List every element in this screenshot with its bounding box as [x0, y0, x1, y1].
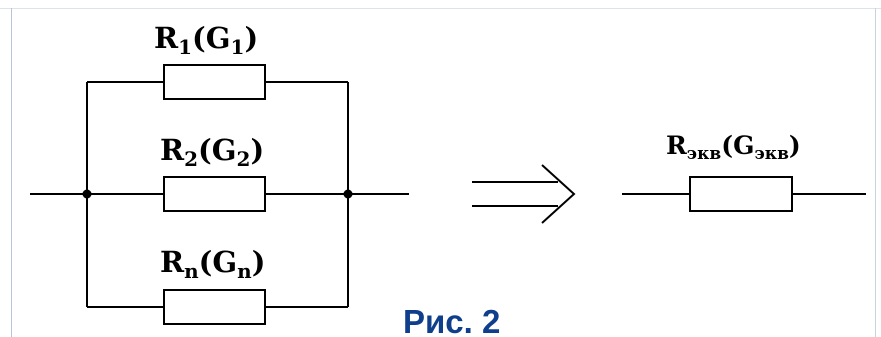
parallel-resistors: [163, 64, 266, 325]
resistor-2: [163, 176, 266, 212]
left-border-line: [11, 8, 12, 337]
junction-nodes: [82, 189, 353, 199]
resistor-1: [163, 64, 266, 100]
equivalent-resistor: [689, 176, 793, 212]
left-junction-node: [82, 189, 92, 199]
resistor-1-label: R1(G1): [154, 21, 258, 59]
resistor-n: [163, 289, 266, 325]
equivalence-arrow-icon: [472, 164, 576, 224]
figure-caption: Рис. 2: [403, 303, 501, 337]
top-border-strip: [0, 0, 881, 9]
equivalent-resistor-label: Rэкв(Gэкв): [666, 131, 801, 164]
resistor-2-label: R2(G2): [160, 133, 264, 171]
right-junction-node: [343, 189, 353, 199]
resistor-n-label: Rn(Gn): [160, 245, 265, 283]
right-border-line: [875, 8, 876, 337]
